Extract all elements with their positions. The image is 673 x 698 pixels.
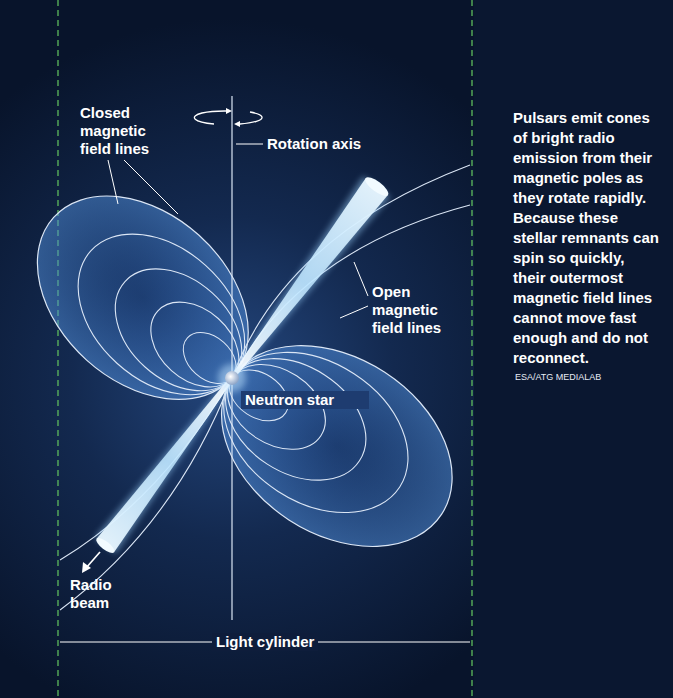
part-label: Rotation axis xyxy=(267,135,397,153)
illustration-ground xyxy=(0,0,474,698)
part-label: Open magnetic field lines xyxy=(372,283,467,337)
bracket-label: Light cylinder xyxy=(212,633,318,651)
radio-beam xyxy=(89,172,393,559)
leader-line xyxy=(108,144,368,318)
light-cylinder-edge xyxy=(471,0,472,698)
part-label: Radio beam xyxy=(70,576,130,612)
rotation-axis xyxy=(231,96,232,620)
rotation-arrow xyxy=(194,111,262,124)
closed-field-lines xyxy=(184,304,490,588)
caption-text: Pulsars emit cones of bright radio emiss… xyxy=(513,108,661,368)
part-label: Closed magnetic field lines xyxy=(80,104,172,158)
neutron-star xyxy=(225,371,239,385)
part-label: Neutron star xyxy=(241,391,369,409)
star-glow xyxy=(218,364,246,392)
beam-arrowhead xyxy=(82,562,91,573)
rotation-arrowhead xyxy=(226,108,232,114)
light-cylinder-edge xyxy=(57,0,58,698)
open-field-lines xyxy=(60,165,470,610)
credit-line: ESA/ATG MEDIALAB xyxy=(515,372,665,383)
rotation-arrowhead xyxy=(234,121,240,127)
beam-arrow xyxy=(86,552,100,568)
